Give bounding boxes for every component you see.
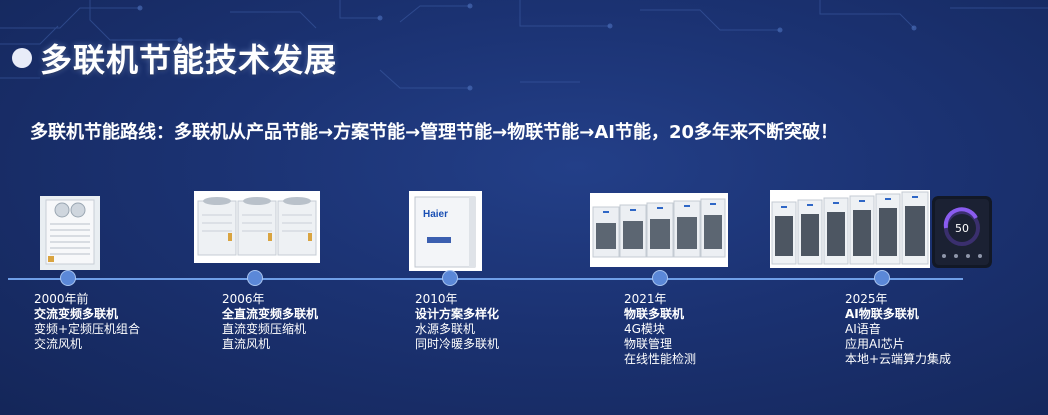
milestone-headline: AI物联多联机 xyxy=(845,307,919,321)
timeline-dot-2021 xyxy=(652,270,668,286)
controller-reading: 50 xyxy=(955,222,969,235)
milestone-2021: 2021年 物联多联机 4G模块 物联管理 在线性能检测 xyxy=(624,292,696,367)
haier-logo: Haier xyxy=(423,209,448,220)
product-photo-2000 xyxy=(40,196,100,270)
product-photo-2025 xyxy=(770,190,930,268)
timeline-line xyxy=(8,278,963,280)
milestone-headline: 全直流变频多联机 xyxy=(222,307,319,321)
timeline-dot-2010 xyxy=(442,270,458,286)
milestone-2025: 2025年 AI物联多联机 AI语音 应用AI芯片 本地+云端算力集成 xyxy=(845,292,951,367)
milestone-year: 2025年 xyxy=(845,292,888,306)
timeline-dot-2006 xyxy=(247,270,263,286)
milestone-2000: 2000年前 交流变频多联机 变频+定频压机组合 交流风机 xyxy=(34,292,140,352)
milestone-year: 2010年 xyxy=(415,292,458,306)
milestone-detail: 在线性能检测 xyxy=(624,352,697,366)
milestone-detail: 直流风机 xyxy=(222,337,271,351)
milestone-detail: 物联管理 xyxy=(624,337,673,351)
milestone-2006: 2006年 全直流变频多联机 直流变频压缩机 直流风机 xyxy=(222,292,318,352)
milestone-year: 2021年 xyxy=(624,292,667,306)
milestone-detail: 直流变频压缩机 xyxy=(222,322,307,336)
bullet-icon xyxy=(12,48,32,68)
milestone-detail: AI语音 xyxy=(845,322,881,336)
milestone-headline: 设计方案多样化 xyxy=(415,307,500,321)
milestone-detail: 本地+云端算力集成 xyxy=(845,352,952,366)
milestone-year: 2000年前 xyxy=(34,292,89,306)
page-title: 多联机节能技术发展 xyxy=(40,41,338,79)
smart-controller-photo: 50 xyxy=(932,196,992,268)
timeline-dot-2025 xyxy=(874,270,890,286)
product-photo-2010: Haier xyxy=(409,191,482,271)
page-subtitle: 多联机节能路线：多联机从产品节能→方案节能→管理节能→物联节能→AI节能，20多… xyxy=(30,122,839,143)
title-row: 多联机节能技术发展 xyxy=(12,38,338,79)
milestone-detail: 应用AI芯片 xyxy=(845,337,905,351)
milestone-detail: 同时冷暖多联机 xyxy=(415,337,500,351)
milestone-detail: 4G模块 xyxy=(624,322,665,336)
timeline-dot-2000 xyxy=(60,270,76,286)
milestone-2010: 2010年 设计方案多样化 水源多联机 同时冷暖多联机 xyxy=(415,292,499,352)
milestone-year: 2006年 xyxy=(222,292,265,306)
milestone-headline: 交流变频多联机 xyxy=(34,307,119,321)
product-photo-2021 xyxy=(590,193,728,267)
milestone-detail: 变频+定频压机组合 xyxy=(34,322,141,336)
milestone-headline: 物联多联机 xyxy=(624,307,685,321)
milestone-detail: 水源多联机 xyxy=(415,322,476,336)
product-photo-2006 xyxy=(194,191,320,263)
milestone-detail: 交流风机 xyxy=(34,337,83,351)
